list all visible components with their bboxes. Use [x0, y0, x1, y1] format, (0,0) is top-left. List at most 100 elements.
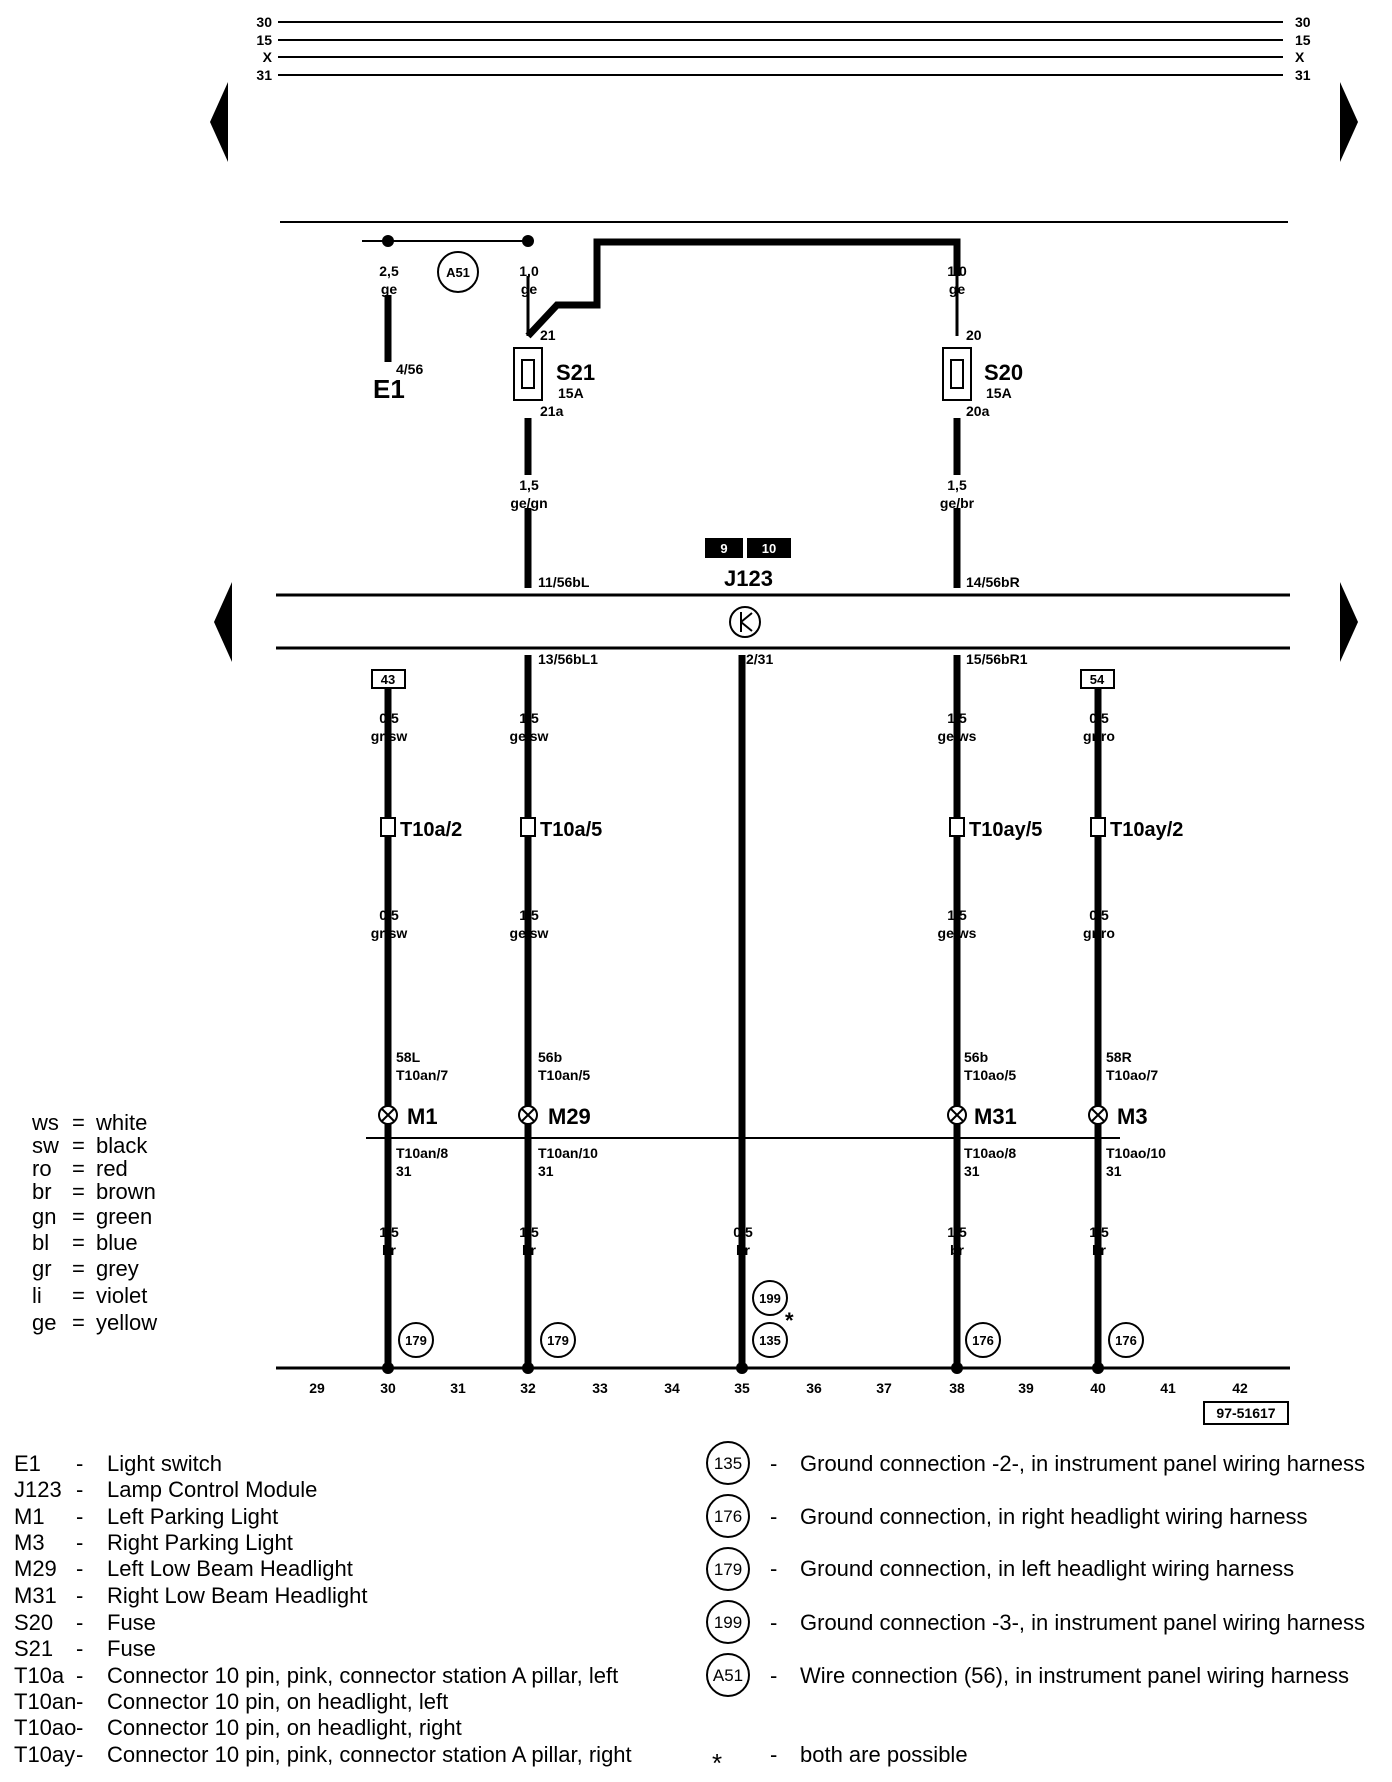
svg-text:T10ao/5: T10ao/5 — [964, 1067, 1016, 1083]
lamp-m29: 56b T10an/5 M29 T10an/10 31 — [518, 1049, 598, 1179]
svg-text:15/56bR1: 15/56bR1 — [966, 651, 1028, 667]
svg-text:A51: A51 — [713, 1666, 743, 1685]
svg-text:176: 176 — [714, 1507, 742, 1526]
svg-text:ge/ws: ge/ws — [938, 728, 977, 744]
svg-text:gr/ro: gr/ro — [1083, 728, 1115, 744]
svg-text:0,5: 0,5 — [1089, 710, 1109, 726]
svg-text:135: 135 — [759, 1333, 781, 1348]
ground-bus-nodes — [382, 1362, 1104, 1374]
svg-text:ge: ge — [521, 281, 538, 297]
svg-text:=: = — [72, 1110, 85, 1135]
svg-text:Connector 10 pin, on headlight: Connector 10 pin, on headlight, left — [107, 1689, 448, 1714]
svg-text:-: - — [770, 1610, 777, 1635]
svg-text:ge/gn: ge/gn — [510, 495, 547, 511]
svg-text:S20: S20 — [984, 360, 1023, 385]
rail-label-15-left: 15 — [256, 32, 272, 48]
svg-text:T10ao: T10ao — [14, 1715, 76, 1740]
svg-text:Ground connection -2-, in inst: Ground connection -2-, in instrument pan… — [800, 1451, 1365, 1476]
svg-text:1,0: 1,0 — [947, 263, 967, 279]
svg-text:1,0: 1,0 — [519, 263, 539, 279]
svg-text:15A: 15A — [986, 385, 1012, 401]
svg-text:J123: J123 — [14, 1477, 62, 1502]
lamp-m31: 56b T10ao/5 M31 T10ao/8 31 — [947, 1049, 1017, 1179]
svg-text:br: br — [950, 1242, 965, 1258]
connector-t10a-5: T10a/5 — [520, 817, 602, 841]
svg-text:31: 31 — [964, 1163, 980, 1179]
svg-text:-: - — [76, 1636, 83, 1661]
svg-text:-: - — [770, 1556, 777, 1581]
svg-text:M1: M1 — [14, 1504, 45, 1529]
fuse-s20: 1,0 ge 20 S20 15A 20a 1,5 ge/br — [940, 263, 1023, 511]
svg-text:30: 30 — [380, 1380, 396, 1396]
svg-text:ge/sw: ge/sw — [510, 728, 549, 744]
svg-text:Fuse: Fuse — [107, 1636, 156, 1661]
svg-text:=: = — [72, 1230, 85, 1255]
svg-text:14/56bR: 14/56bR — [966, 574, 1020, 590]
svg-text:56b: 56b — [538, 1049, 562, 1065]
rail-label-15-right: 15 — [1295, 32, 1311, 48]
svg-text:br: br — [32, 1179, 52, 1204]
wire-connection-a51: A51 — [437, 251, 479, 293]
svg-text:58L: 58L — [396, 1049, 421, 1065]
svg-text:Right Parking Light: Right Parking Light — [107, 1530, 293, 1555]
module-label: J123 — [724, 566, 773, 591]
ground-176-right — [1108, 1322, 1144, 1358]
svg-text:39: 39 — [1018, 1380, 1034, 1396]
svg-text:21a: 21a — [540, 403, 564, 419]
svg-text:1,5: 1,5 — [519, 1224, 539, 1240]
svg-text:-: - — [76, 1504, 83, 1529]
ground-199 — [752, 1280, 788, 1316]
svg-text:15A: 15A — [558, 385, 584, 401]
svg-text:-: - — [76, 1742, 83, 1767]
svg-text:Ground connection, in right he: Ground connection, in right headlight wi… — [800, 1504, 1308, 1529]
svg-text:M29: M29 — [548, 1104, 591, 1129]
svg-text:brown: brown — [96, 1179, 156, 1204]
svg-text:0,5: 0,5 — [379, 907, 399, 923]
svg-text:13/56bL1: 13/56bL1 — [538, 651, 598, 667]
svg-text:violet: violet — [96, 1283, 147, 1308]
svg-text:br: br — [382, 1242, 397, 1258]
svg-text:ge/sw: ge/sw — [510, 925, 549, 941]
svg-text:T10an/8: T10an/8 — [396, 1145, 448, 1161]
svg-text:40: 40 — [1090, 1380, 1106, 1396]
svg-text:-: - — [76, 1715, 83, 1740]
svg-text:br: br — [1092, 1242, 1107, 1258]
ref-box-43: 43 — [371, 669, 406, 689]
asterisk-marker: * — [785, 1308, 794, 1333]
svg-text:Ground connection, in left hea: Ground connection, in left headlight wir… — [800, 1556, 1294, 1581]
ground-legend: 135 -Ground connection -2-, in instrumen… — [706, 1441, 1365, 1778]
svg-text:20: 20 — [966, 327, 982, 343]
rail-labels: 30 15 X 31 30 15 X 31 — [256, 14, 1310, 83]
svg-text:Light switch: Light switch — [107, 1451, 222, 1476]
ground-135 — [752, 1322, 788, 1358]
svg-text:yellow: yellow — [96, 1310, 157, 1335]
svg-text:-: - — [76, 1477, 83, 1502]
svg-text:T10ao/7: T10ao/7 — [1106, 1067, 1158, 1083]
supply-wires — [362, 238, 961, 588]
svg-text:31: 31 — [538, 1163, 554, 1179]
ground-connections: 179 179 199 135 * 176 176 — [398, 1280, 1144, 1358]
svg-text:199: 199 — [714, 1613, 742, 1632]
svg-text:T10ay/5: T10ay/5 — [969, 819, 1042, 841]
svg-text:176: 176 — [1115, 1333, 1137, 1348]
svg-text:Ground connection -3-, in inst: Ground connection -3-, in instrument pan… — [800, 1610, 1365, 1635]
svg-text:-: - — [770, 1451, 777, 1476]
svg-text:1,5: 1,5 — [947, 710, 967, 726]
rail-label-x-right: X — [1295, 49, 1305, 65]
svg-text:gr/ro: gr/ro — [1083, 925, 1115, 941]
svg-text:32: 32 — [520, 1380, 536, 1396]
svg-text:M31: M31 — [14, 1583, 57, 1608]
svg-text:-: - — [76, 1451, 83, 1476]
svg-text:Fuse: Fuse — [107, 1610, 156, 1635]
svg-text:135: 135 — [714, 1454, 742, 1473]
module-left-arrow — [214, 582, 232, 662]
svg-text:54: 54 — [1090, 672, 1105, 687]
svg-text:Wire connection (56), in instr: Wire connection (56), in instrument pane… — [800, 1663, 1349, 1688]
svg-text:179: 179 — [714, 1560, 742, 1579]
svg-text:T10ay/2: T10ay/2 — [1110, 819, 1183, 841]
svg-text:179: 179 — [547, 1333, 569, 1348]
rail-label-x-left: X — [263, 49, 273, 65]
svg-text:0,5: 0,5 — [379, 710, 399, 726]
svg-text:=: = — [72, 1156, 85, 1181]
top-rails — [278, 21, 1283, 76]
